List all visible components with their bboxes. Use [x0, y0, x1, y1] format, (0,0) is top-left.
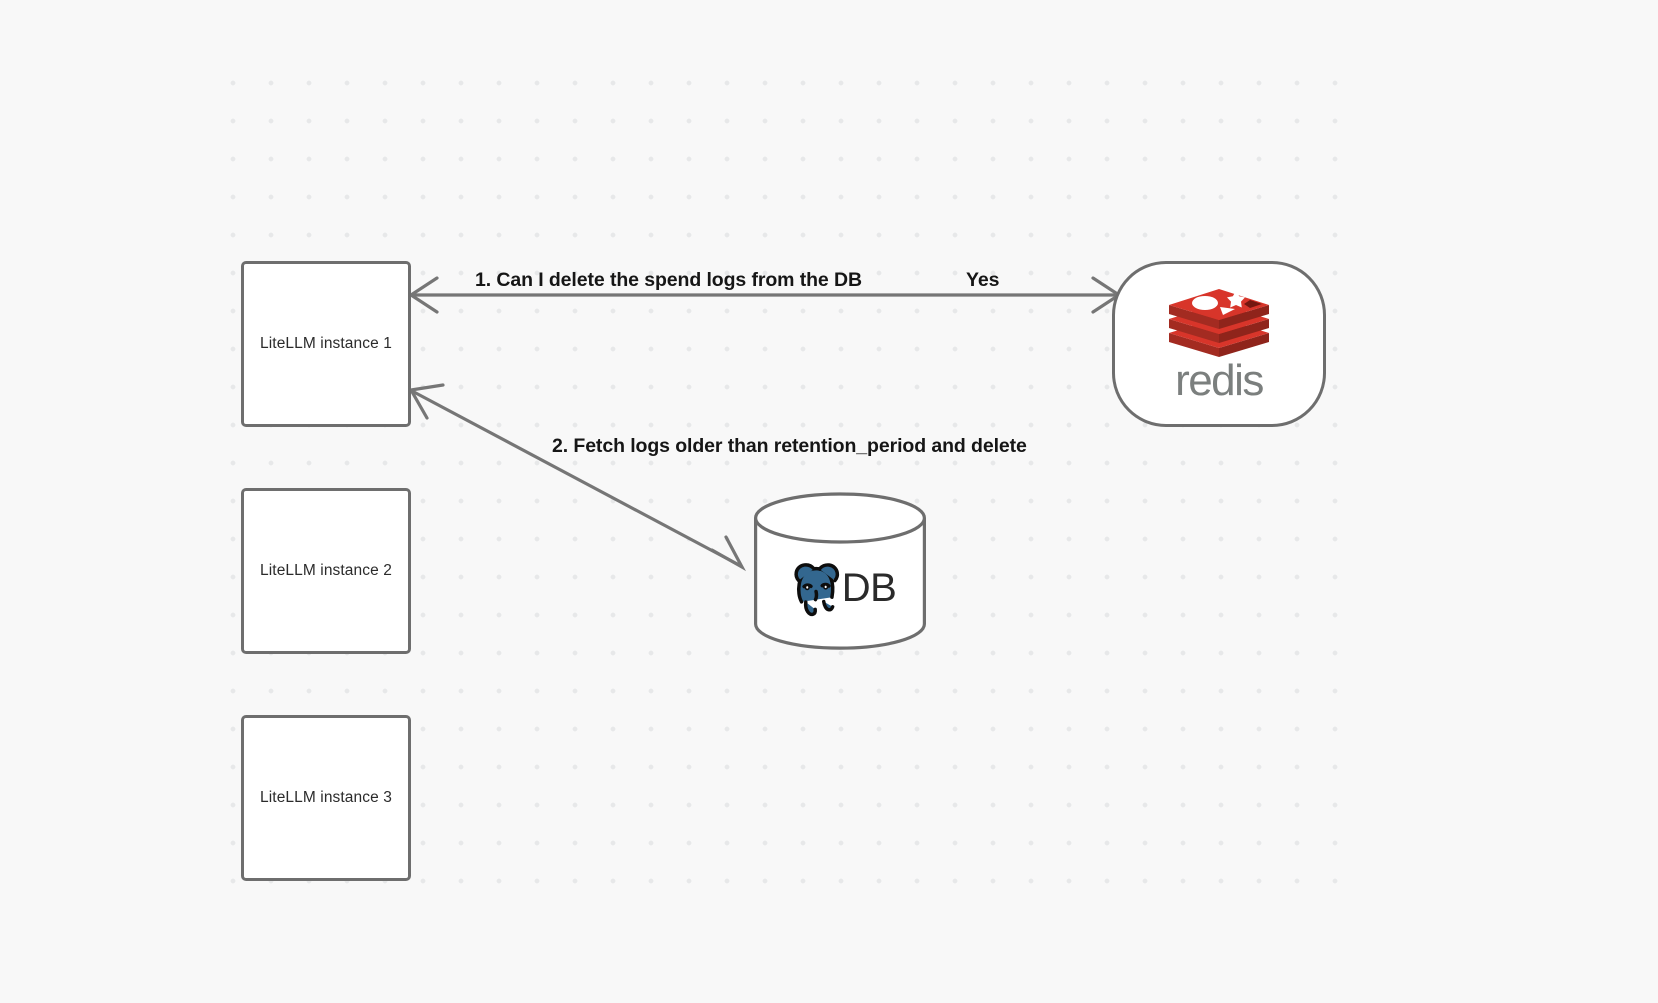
- edge-label-yes: Yes: [966, 269, 1000, 291]
- node-redis[interactable]: redis: [1112, 261, 1326, 427]
- node-label: LiteLLM instance 1: [260, 335, 392, 352]
- node-label: LiteLLM instance 3: [260, 789, 392, 806]
- db-cylinder-shape: [753, 492, 927, 650]
- edge-label-step-2: 2. Fetch logs older than retention_perio…: [552, 435, 1027, 457]
- edge-llm1-db: [408, 383, 747, 572]
- postgresql-elephant-icon: [794, 563, 839, 617]
- db-label: DB: [841, 565, 897, 610]
- edge-label-step-1: 1. Can I delete the spend logs from the …: [475, 269, 862, 291]
- redis-logo-icon: [1169, 288, 1269, 357]
- node-litellm-instance-1[interactable]: LiteLLM instance 1: [241, 261, 411, 427]
- node-litellm-instance-2[interactable]: LiteLLM instance 2: [241, 488, 411, 654]
- redis-logo-wrap: redis: [1165, 285, 1273, 402]
- node-label: LiteLLM instance 2: [260, 562, 392, 579]
- node-litellm-instance-3[interactable]: LiteLLM instance 3: [241, 715, 411, 881]
- node-postgres-db[interactable]: DB: [753, 492, 927, 650]
- redis-wordmark: redis: [1175, 355, 1264, 405]
- db-content: DB: [753, 492, 927, 650]
